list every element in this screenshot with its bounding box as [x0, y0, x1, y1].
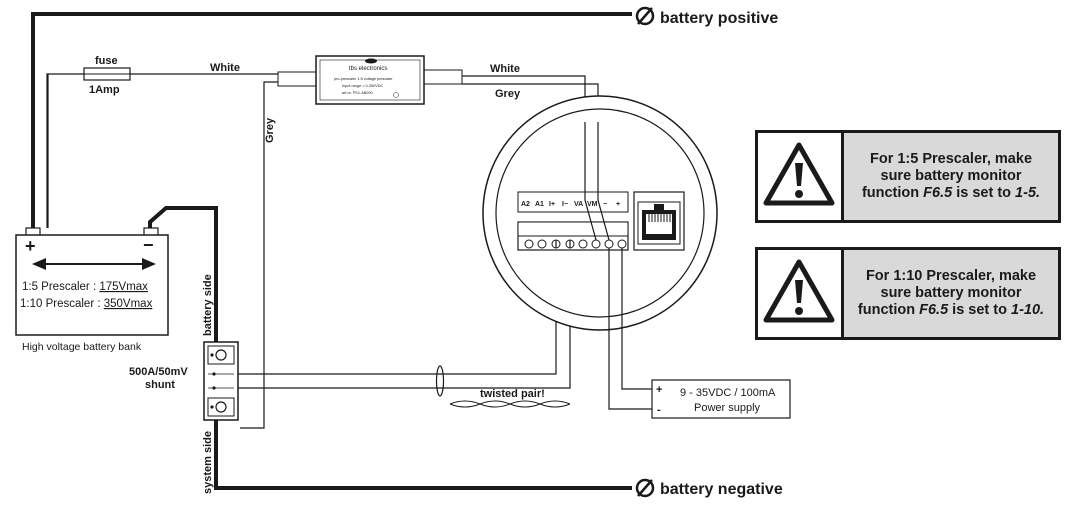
warning-box-1-5: For 1:5 Prescaler, make sure battery mon…: [755, 130, 1061, 223]
battery-negative-label: battery negative: [660, 481, 783, 498]
warning-2-pre: function: [857, 302, 920, 318]
monitor-terminal-i-minus: I−: [562, 201, 568, 208]
monitor-terminal-i-plus: I+: [549, 201, 555, 208]
warning-2-line1: For 1:10 Prescaler, make: [865, 268, 1037, 284]
power-supply-minus: -: [657, 404, 661, 416]
monitor-terminal-vm: VM: [587, 201, 598, 208]
shunt-label-line1: 500A/50mV: [129, 366, 188, 378]
warning-2-function: F6.5: [919, 302, 949, 318]
fuse-label: fuse: [95, 55, 118, 67]
battery-bank: + − 1:5 Prescaler : 175Vmax 1:10 Prescal…: [15, 227, 169, 353]
warning-1-value: 1-5.: [1015, 185, 1041, 201]
warning-text-1-10: For 1:10 Prescaler, make sure battery mo…: [844, 250, 1058, 337]
battery-monitor: A2 A1 I+ I− VA VM − +: [482, 95, 718, 331]
warning-2-value: 1-10.: [1011, 302, 1045, 318]
twisted-pair-label: twisted pair!: [480, 388, 545, 400]
battery-row-1-label: 1:5 Prescaler :: [22, 281, 99, 293]
monitor-terminal-a2: A2: [521, 201, 530, 208]
wire-label-white-left: White: [210, 62, 240, 74]
warning-1-line2: sure battery monitor: [880, 168, 1022, 184]
power-supply-wires: [608, 248, 652, 410]
warning-icon: [763, 142, 835, 206]
battery-row-1: 1:5 Prescaler : 175Vmax: [22, 281, 148, 293]
battery-row-2-value: 350Vmax: [104, 298, 153, 310]
shunt-battery-side: battery side: [202, 274, 214, 336]
grey-wire-to-shunt: [240, 81, 278, 429]
shunt-label-line2: shunt: [145, 379, 175, 391]
battery-negative-main-wire: [214, 420, 632, 490]
monitor-rj-socket: [633, 191, 685, 251]
warning-text-1-5: For 1:5 Prescaler, make sure battery mon…: [844, 133, 1058, 220]
power-supply-line2: Power supply: [694, 402, 761, 414]
wire-label-white-right: White: [490, 63, 520, 75]
battery-row-2: 1:10 Prescaler : 350Vmax: [20, 298, 153, 310]
battery-row-2-label: 1:10 Prescaler :: [20, 298, 104, 310]
prescaler-line2: Input range = 0-350VDC: [342, 84, 384, 88]
prescaler-module: tbs electronics pro-prescaler 1:5 voltag…: [277, 55, 463, 105]
battery-plus: +: [25, 236, 36, 256]
battery-negative-wire: [148, 206, 218, 350]
wire-label-grey-right: Grey: [495, 88, 521, 100]
shunt: 500A/50mV shunt battery side system side: [129, 274, 239, 494]
battery-negative-terminal: battery negative: [635, 478, 783, 498]
warning-1-function: F6.5: [923, 185, 953, 201]
power-supply: + - 9 - 35VDC / 100mA Power supply: [651, 379, 791, 419]
warning-1-line1: For 1:5 Prescaler, make: [869, 151, 1033, 167]
wire-label-grey-vertical: Grey: [264, 117, 276, 143]
monitor-terminal-minus: −: [603, 201, 607, 208]
battery-caption: High voltage battery bank: [22, 341, 142, 353]
warning-1-pre: function: [861, 185, 924, 201]
warning-1-mid: is set to: [952, 185, 1016, 201]
fuse-branch-wire: [46, 73, 278, 228]
power-supply-line1: 9 - 35VDC / 100mA: [680, 387, 776, 399]
prescaler-brand: tbs electronics: [349, 66, 387, 72]
warning-icon: [763, 259, 835, 323]
warning-2-mid: is set to: [948, 302, 1012, 318]
warning-triangle-panel: [758, 250, 844, 337]
battery-positive-label: battery positive: [660, 10, 778, 27]
battery-positive-wire: [31, 12, 632, 228]
fuse-rating: 1Amp: [89, 84, 120, 96]
prescaler-line1: pro-prescaler 1:5 voltage prescaler: [334, 77, 393, 81]
warning-box-1-10: For 1:10 Prescaler, make sure battery mo…: [755, 247, 1061, 340]
battery-positive-terminal: battery positive: [635, 6, 778, 27]
monitor-terminal-plus: +: [616, 201, 620, 208]
monitor-terminal-a1: A1: [535, 201, 544, 208]
fuse: fuse 1Amp: [83, 55, 131, 96]
monitor-entry-wires: [555, 122, 610, 248]
warning-2-line2: sure battery monitor: [880, 285, 1022, 301]
battery-minus: −: [143, 235, 154, 255]
shunt-system-side: system side: [202, 431, 214, 494]
warning-triangle-panel: [758, 133, 844, 220]
battery-row-1-value: 175Vmax: [99, 281, 148, 293]
prescaler-line3: art.nr. PS1-AB000: [342, 91, 373, 95]
power-supply-plus: +: [656, 384, 662, 396]
monitor-terminal-va: VA: [574, 201, 583, 208]
